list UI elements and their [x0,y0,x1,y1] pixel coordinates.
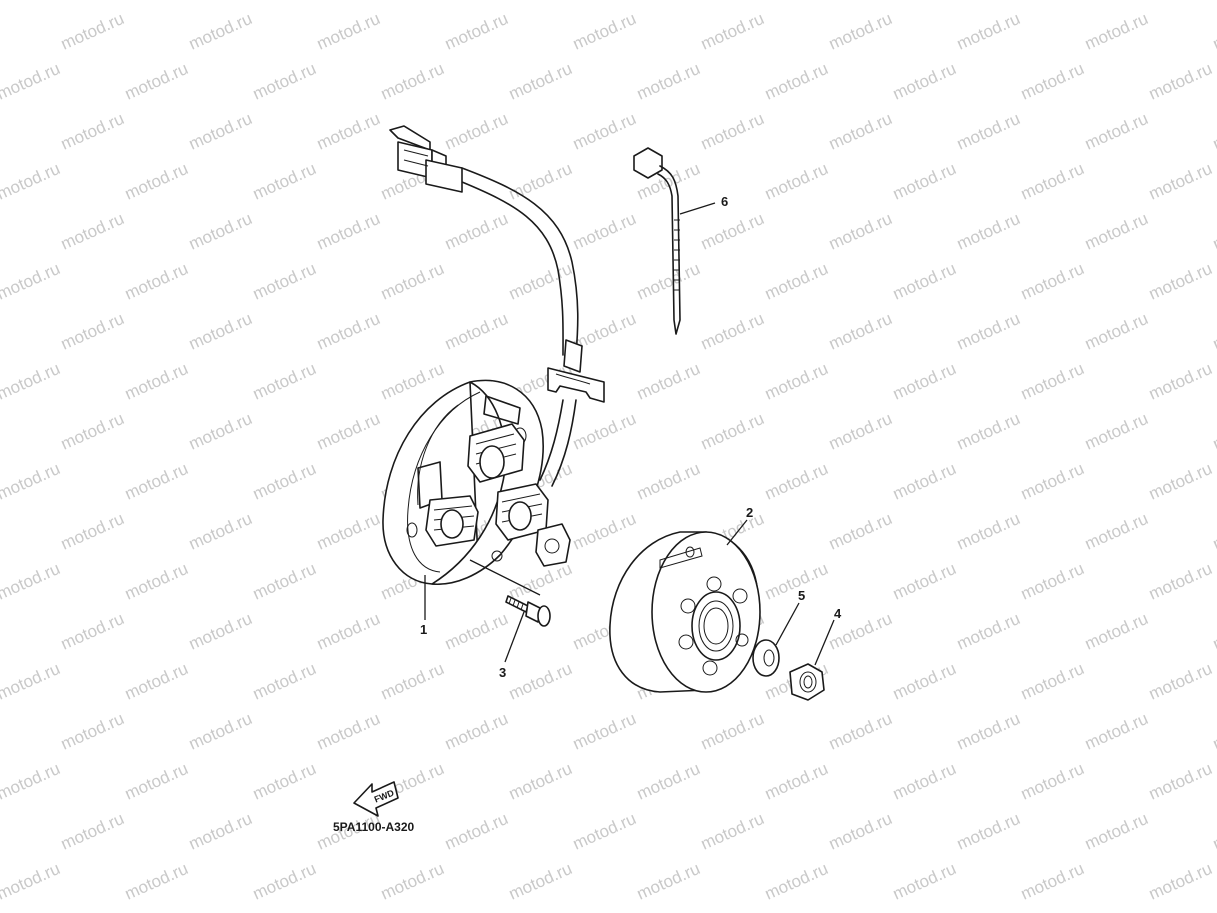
callout-3: 3 [499,665,506,680]
callout-6: 6 [721,194,728,209]
wire-clamp [547,339,605,403]
stator-wire-harness [389,125,605,487]
washer [752,639,780,677]
fwd-arrow-icon: FWD [353,781,399,817]
diagram-code: 5PA1100-A320 [333,820,414,834]
pickup-coil [491,523,571,567]
leader-lines [424,202,835,666]
stator-coil-right [495,483,549,541]
callout-2: 2 [746,505,753,520]
cable-tie [633,147,681,335]
nut [789,663,825,701]
part-callouts: 1 2 3 4 5 6 [420,194,842,680]
wire-connector [389,125,463,193]
flywheel-rotor [609,531,761,693]
stator-coil-upper [467,423,525,483]
stator-assembly [382,379,571,585]
callout-1: 1 [420,622,427,637]
bolt [505,595,551,627]
callout-4: 4 [834,606,842,621]
stator-coil-left [425,495,479,547]
callout-5: 5 [798,588,805,603]
